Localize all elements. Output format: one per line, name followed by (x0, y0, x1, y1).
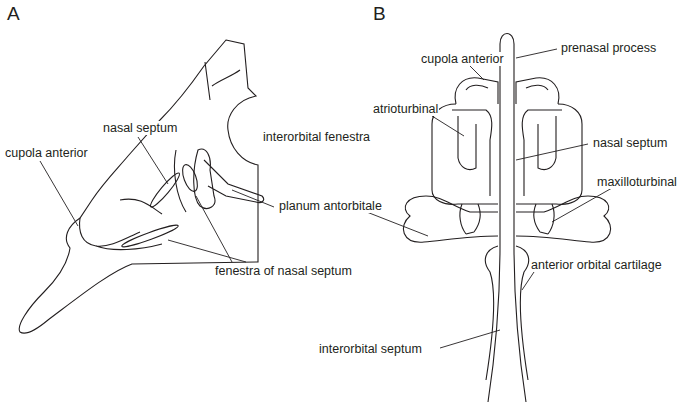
leader-lines (40, 49, 612, 348)
interorbital-septum (485, 246, 498, 380)
maxilloturbinal (460, 204, 480, 234)
prenasal-process (488, 34, 526, 402)
part-label: anterior orbital cartilage (530, 258, 663, 272)
part-label: interorbital fenestra (262, 130, 371, 144)
leader-line (516, 49, 557, 58)
part-label: prenasal process (560, 41, 657, 55)
septum-edge (80, 218, 162, 250)
dorsal-view (403, 34, 610, 402)
leader-line (232, 190, 274, 207)
atrioturbinal (452, 110, 492, 196)
lateral-view (19, 40, 263, 333)
part-label: cupola anterior (4, 146, 89, 160)
part-label: nasal septum (592, 136, 668, 150)
septal-fenestra (180, 163, 201, 193)
nasal-capsule (432, 104, 498, 204)
leader-line (516, 144, 588, 160)
part-label: interorbital septum (318, 342, 423, 356)
planum-antorbitale (403, 196, 498, 242)
part-label: maxilloturbinal (596, 175, 678, 189)
leader-line (440, 330, 500, 348)
part-label: nasal septum (102, 121, 178, 135)
leader-line (522, 272, 534, 290)
septum-line (120, 150, 186, 214)
panel-letter: B (372, 4, 387, 24)
leader-line (40, 161, 78, 226)
leader-line (138, 137, 168, 184)
panel-letter: A (6, 4, 21, 24)
leader-line (168, 240, 246, 262)
leader-line (432, 116, 464, 136)
leader-line (468, 64, 484, 80)
leader-line (552, 188, 612, 222)
septal-fenestra (121, 222, 180, 249)
nasal-capsule-half (516, 78, 611, 380)
septum-line (205, 62, 240, 100)
part-label: fenestra of nasal septum (214, 264, 353, 278)
cupola-anterior (455, 78, 498, 104)
leader-line (196, 196, 232, 262)
part-label: cupola anterior (420, 52, 505, 66)
planum-antorbitale (194, 149, 264, 208)
chondrocranium-outline (19, 40, 258, 333)
part-label: atrioturbinal (372, 102, 439, 116)
part-label: planum antorbitale (278, 199, 383, 213)
